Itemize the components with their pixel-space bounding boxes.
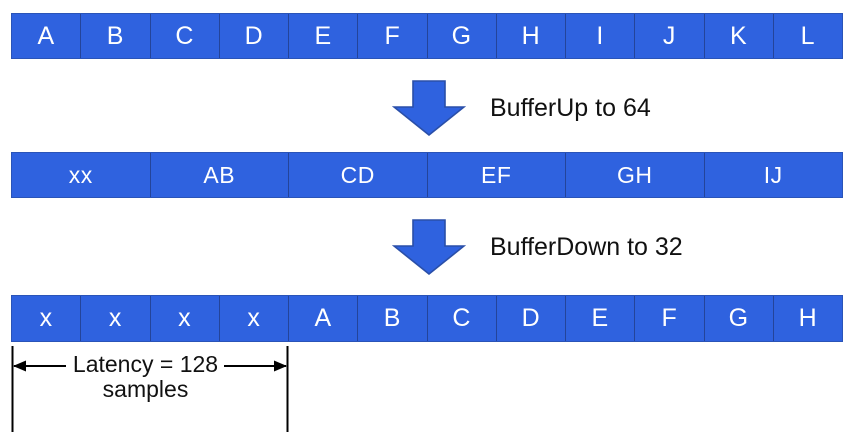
buffer-up-label: BufferUp to 64	[490, 93, 651, 122]
buffer-cell: CD	[289, 153, 428, 197]
buffer-cell: H	[497, 14, 566, 58]
buffer-down-step: BufferDown to 32	[392, 219, 683, 275]
latency-measure-icon	[11, 346, 289, 432]
buffer-cell: x	[12, 296, 82, 341]
buffered-down-row: x x x x A B C D E F G H	[11, 295, 843, 342]
buffer-cell: G	[705, 296, 774, 341]
buffered-up-row: xx AB CD EF GH IJ	[11, 152, 843, 198]
buffer-cell: C	[428, 296, 497, 341]
buffer-cell: B	[81, 14, 151, 58]
buffer-cell: F	[635, 296, 705, 341]
latency-label-line2: samples	[102, 376, 189, 402]
buffer-cell: A	[289, 296, 359, 341]
input-buffer-row: A B C D E F G H I J K L	[11, 13, 843, 59]
buffer-cell: J	[635, 14, 705, 58]
buffer-cell: x	[220, 296, 289, 341]
buffer-cell: A	[12, 14, 82, 58]
buffer-cell: D	[497, 296, 566, 341]
buffer-cell: IJ	[763, 161, 783, 188]
buffer-up-step: BufferUp to 64	[392, 80, 651, 136]
buffer-cell: F	[358, 14, 428, 58]
buffer-cell: B	[358, 296, 428, 341]
buffer-cell: E	[289, 14, 359, 58]
buffer-cell: H	[798, 304, 818, 332]
buffer-cell: x	[81, 296, 151, 341]
buffer-cell: AB	[151, 153, 289, 197]
latency-label-line1: Latency = 128	[72, 351, 219, 377]
buffer-cell: xx	[12, 153, 151, 197]
buffer-down-label: BufferDown to 32	[490, 232, 683, 261]
buffer-cell: C	[151, 14, 220, 58]
latency-annotation: Latency = 128 samples	[0, 344, 420, 434]
buffer-cell: K	[705, 14, 774, 58]
latency-label: Latency = 128 samples	[58, 352, 233, 402]
down-arrow-icon	[392, 219, 466, 275]
buffer-cell: EF	[428, 153, 566, 197]
buffer-cell: GH	[566, 153, 705, 197]
down-arrow-icon	[392, 80, 466, 136]
buffer-cell: I	[566, 14, 636, 58]
buffer-cell: x	[151, 296, 220, 341]
buffer-cell: L	[800, 21, 816, 50]
buffer-cell: E	[566, 296, 636, 341]
buffer-cell: G	[428, 14, 497, 58]
buffer-cell: D	[220, 14, 289, 58]
